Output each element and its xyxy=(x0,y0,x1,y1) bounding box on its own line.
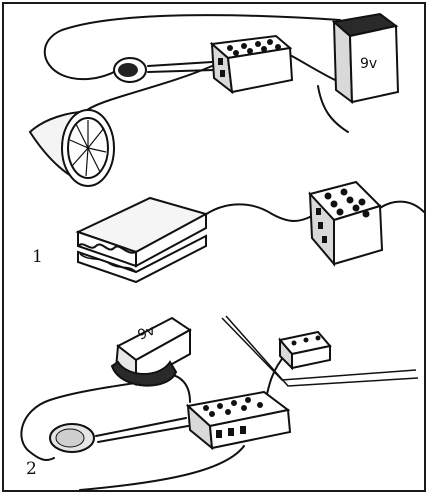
piezo-buzzer-panel2 xyxy=(50,424,94,452)
battery-label-top: 9v xyxy=(360,56,377,72)
battery-9v-top: 9v xyxy=(334,14,398,102)
terminal-block-panel2 xyxy=(188,392,290,448)
wire-top-loop xyxy=(45,15,340,79)
wire-panel2-tail xyxy=(80,446,244,490)
terminal-block-small xyxy=(280,332,330,368)
lemon-half xyxy=(30,110,114,186)
panel-number-1: 1 xyxy=(32,247,43,267)
sandwich-plates xyxy=(78,198,206,282)
piezo-buzzer-top xyxy=(114,58,146,82)
terminal-block-top xyxy=(212,36,292,92)
wire-panel2-loop xyxy=(21,378,170,460)
wire-panel2-buzzer-lead xyxy=(96,418,188,442)
battery-9v-panel2: 9v xyxy=(112,318,190,386)
wire-buzzer-lead xyxy=(148,62,214,72)
panel-number-2: 2 xyxy=(26,459,37,479)
terminal-block-panel1 xyxy=(310,182,382,264)
wire-panel1-b xyxy=(380,202,424,212)
wire-terminal-battery xyxy=(288,54,335,80)
wire-panel1-a xyxy=(196,204,312,222)
